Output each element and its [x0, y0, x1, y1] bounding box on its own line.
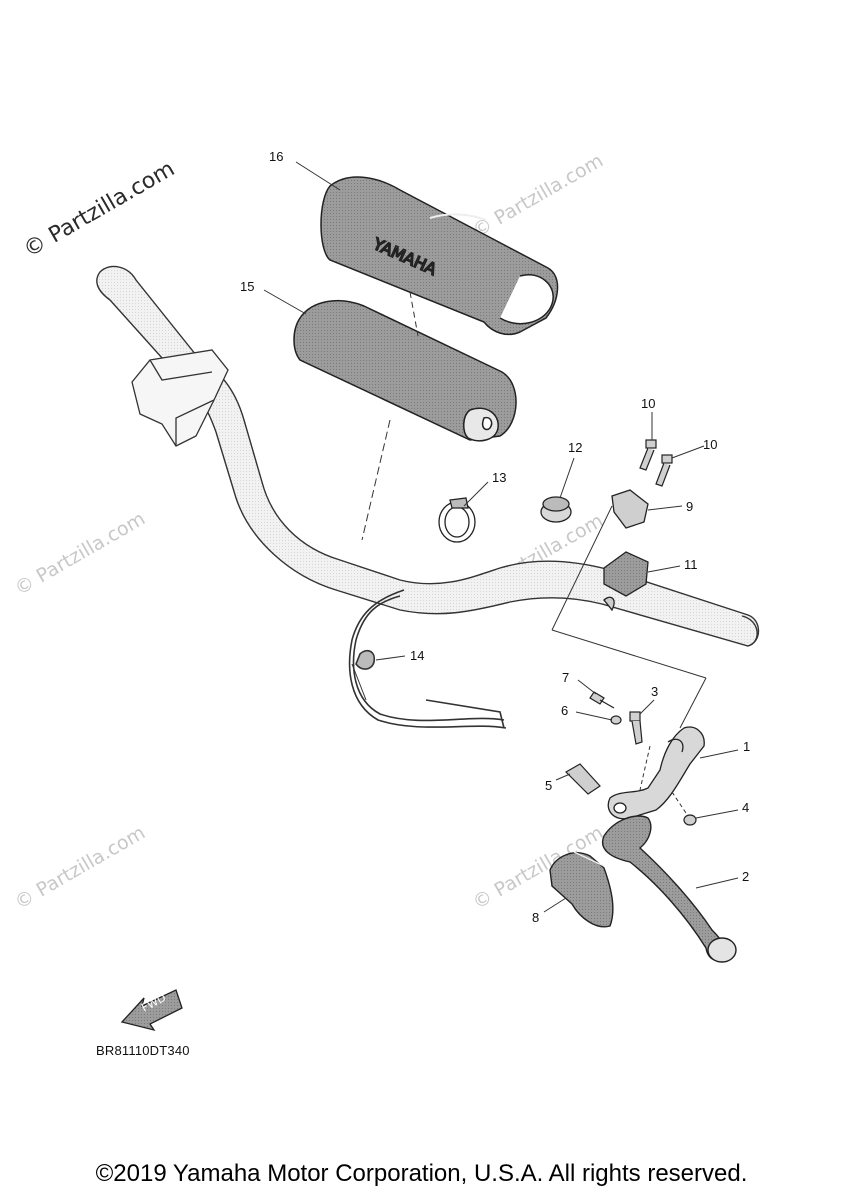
bolt-3: [629, 711, 643, 745]
clamp-12: [540, 496, 572, 523]
grip-cover-16: YAMAHA: [320, 176, 559, 336]
grip-15: [293, 299, 517, 442]
callout-7: 7: [562, 670, 570, 685]
callout-6: 6: [561, 703, 569, 718]
switch-11: [603, 551, 649, 612]
callout-4: 4: [742, 800, 750, 815]
fwd-arrow-icon: [120, 989, 183, 1032]
callout-2: 2: [742, 869, 750, 884]
bolt-7: [589, 691, 615, 709]
clamp-13: [438, 497, 476, 543]
callout-1: 1: [743, 739, 751, 754]
nut-6: [610, 715, 622, 725]
cable-14: [348, 589, 507, 729]
adjuster-5: [565, 763, 601, 795]
nut-4: [683, 814, 697, 826]
callout-11: 11: [684, 557, 698, 572]
copyright-notice: ©2019 Yamaha Motor Corporation, U.S.A. A…: [95, 1160, 748, 1187]
diagram-code: BR81110DT340: [96, 1043, 190, 1058]
lever-cover-8: [549, 851, 614, 928]
callout-8: 8: [532, 910, 540, 925]
callout-15: 15: [240, 279, 255, 294]
handlebar-clamp: [131, 349, 229, 447]
lever-holder-1: [607, 726, 705, 820]
callout-16: 16: [269, 149, 284, 164]
handlebar: [96, 265, 760, 647]
callout-3: 3: [651, 684, 659, 699]
callout-12: 12: [568, 440, 583, 455]
callout-10: 10: [703, 437, 718, 452]
holder-9: [611, 489, 649, 529]
lever-2: [601, 815, 737, 963]
callout-13: 13: [492, 470, 507, 485]
callout-10: 10: [641, 396, 656, 411]
leader-lines: [263, 161, 739, 913]
bolt-10: [639, 439, 673, 487]
callout-5: 5: [545, 778, 553, 793]
callout-14: 14: [410, 648, 425, 663]
callout-9: 9: [686, 499, 694, 514]
